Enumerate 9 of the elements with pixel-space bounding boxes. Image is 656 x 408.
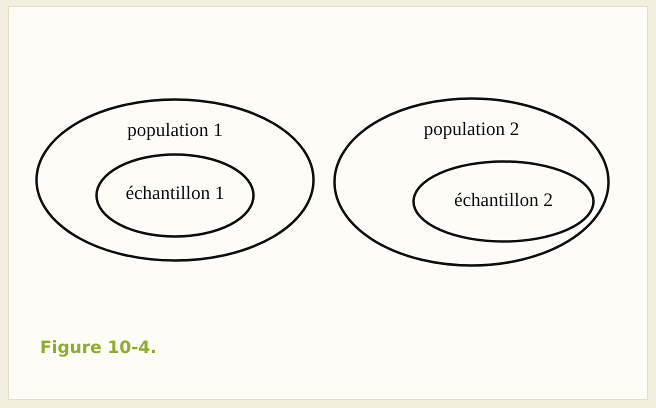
set-label: population 1 — [127, 120, 223, 142]
set-label: population 2 — [424, 119, 520, 141]
subset-ellipse — [95, 153, 255, 238]
set-ellipse — [35, 98, 315, 262]
set-label: échantillon 1 — [126, 183, 224, 205]
set-label: échantillon 2 — [454, 190, 553, 212]
figure-caption: Figure 10-4. — [40, 338, 157, 358]
subset-ellipse — [412, 160, 595, 243]
set-ellipse — [333, 97, 610, 267]
